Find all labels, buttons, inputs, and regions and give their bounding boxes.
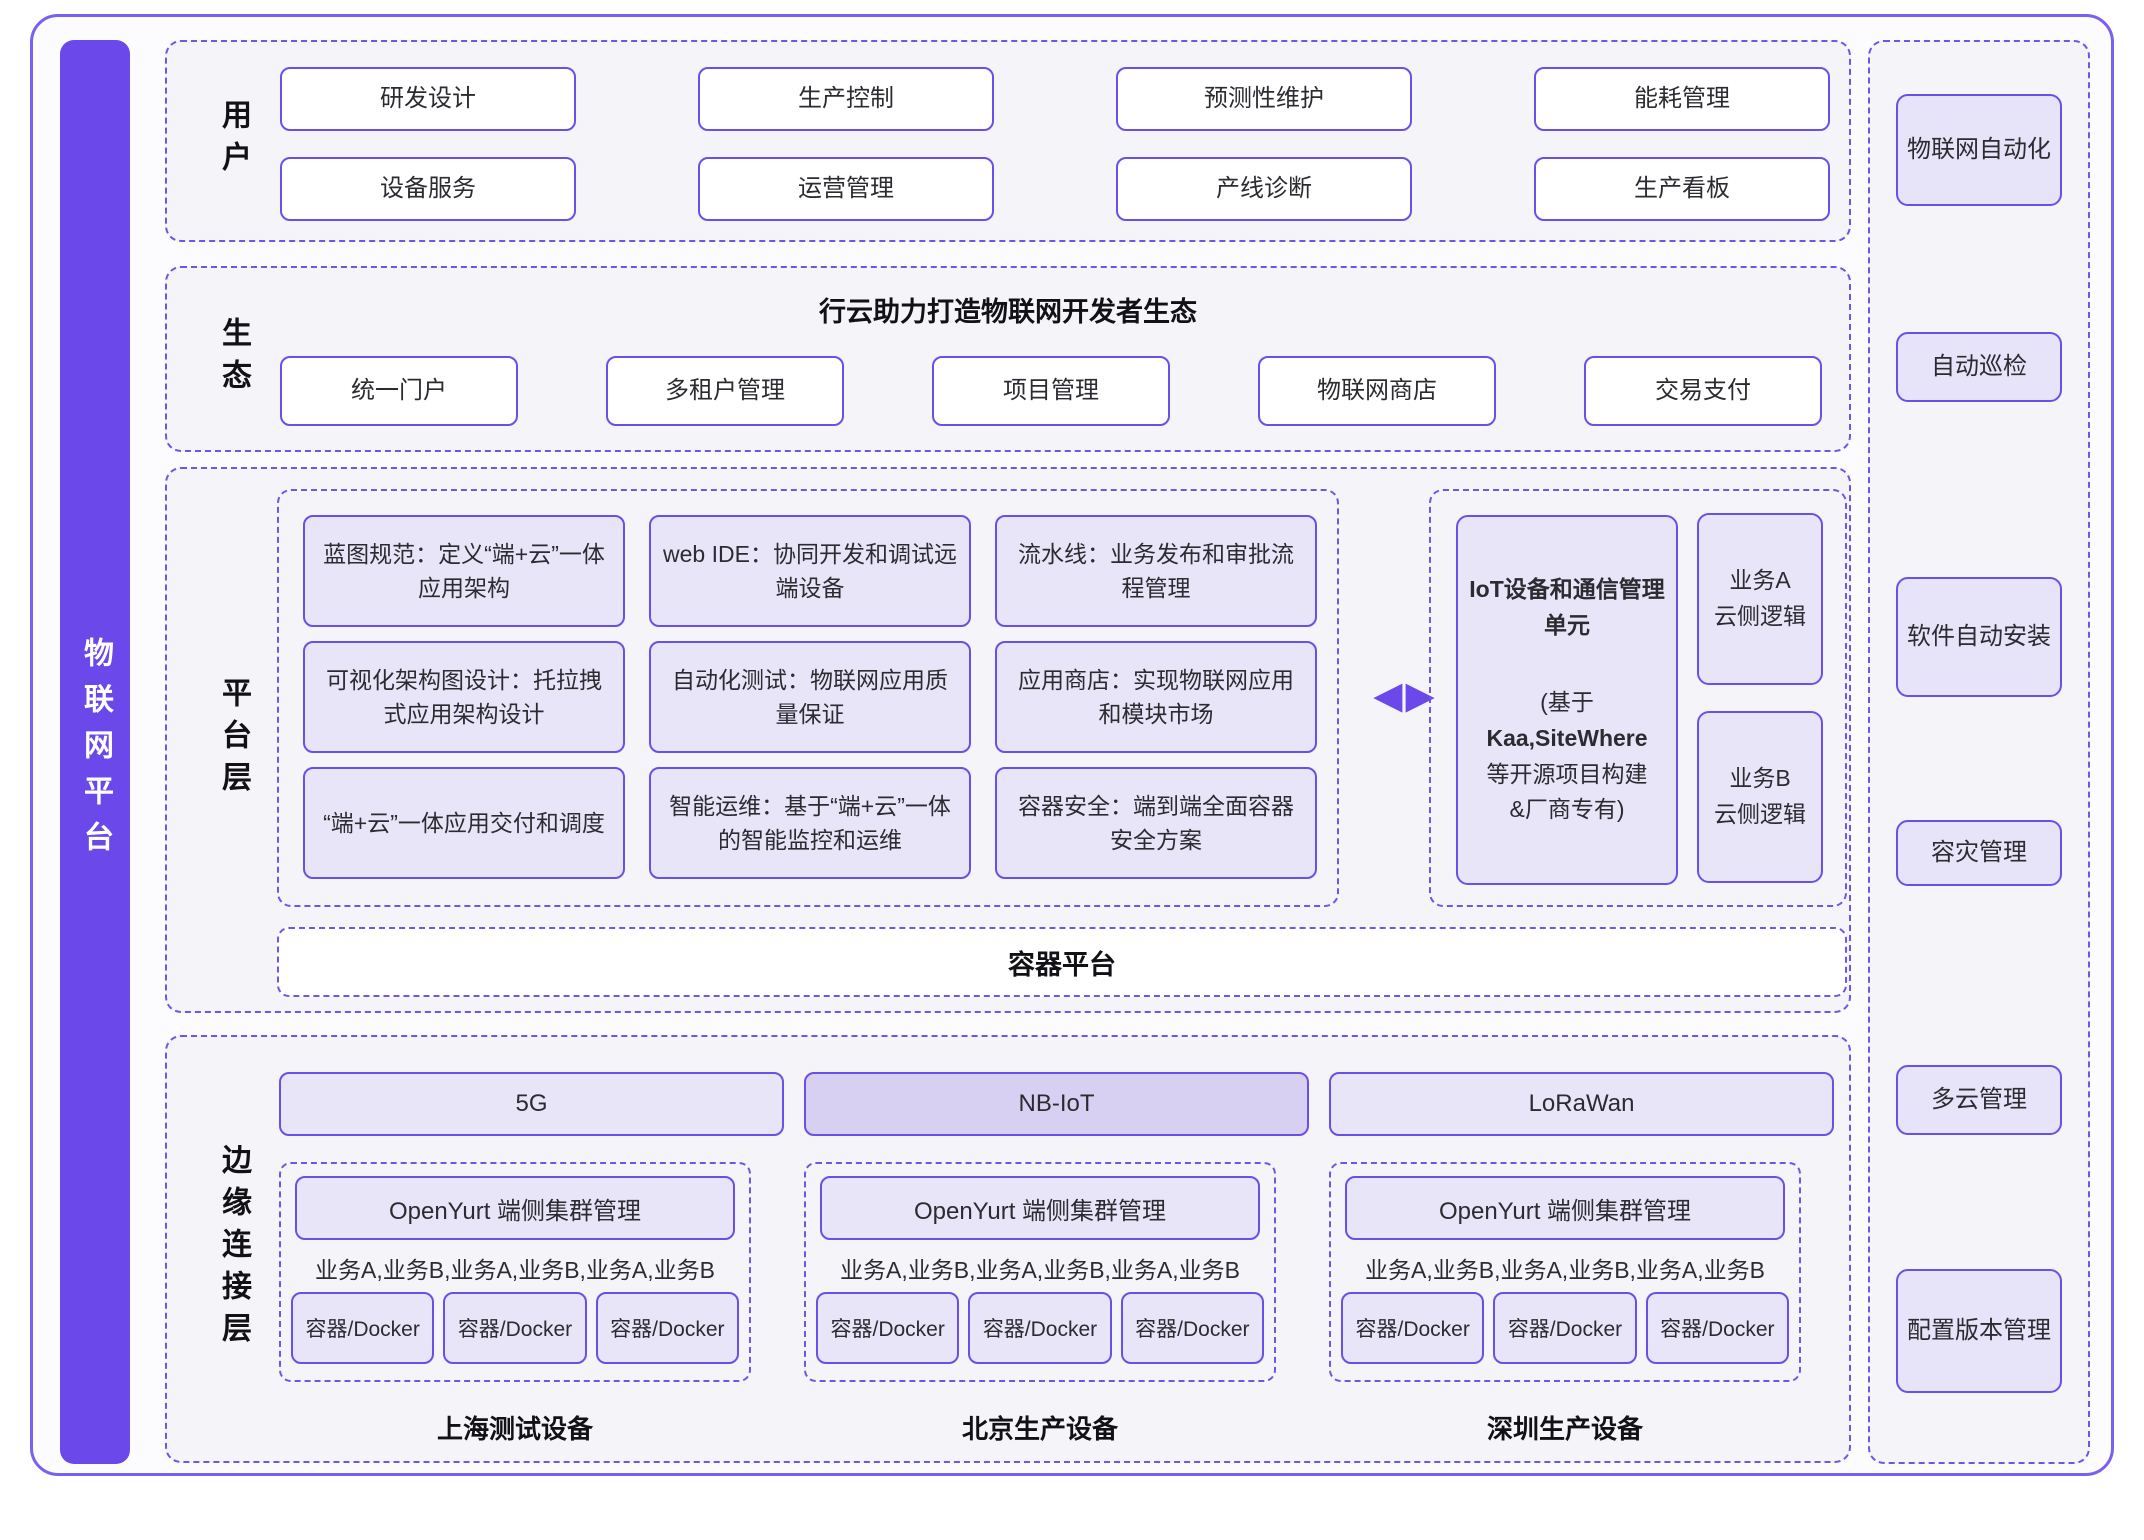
cloud-logic-box-a: 业务A 云侧逻辑 — [1697, 513, 1823, 685]
user-feature-box: 设备服务 — [280, 157, 576, 221]
network-bar-5g: 5G — [279, 1072, 784, 1136]
ecosystem-label: 生态 — [217, 317, 250, 401]
capability-box: 多云管理 — [1896, 1065, 2062, 1135]
ecosystem-title: 行云助力打造物联网开发者生态 — [819, 297, 1197, 327]
network-bar-lorawan: LoRaWan — [1329, 1072, 1834, 1136]
iot-unit-title: IoT设备和通信管理单元 — [1469, 576, 1665, 638]
user-feature-box: 生产看板 — [1534, 157, 1830, 221]
section-edge: 边缘连接层 5G NB-IoT LoRaWan OpenYurt 端侧集群管理 … — [165, 1035, 1851, 1463]
cloud-logic-line: 业务A — [1729, 567, 1791, 594]
platform-label: 平台层 — [217, 677, 250, 803]
platform-feature-box: web IDE：协同开发和调试远端设备 — [649, 515, 971, 627]
services-line: 业务A,业务B,业务A,业务B,业务A,业务B — [840, 1257, 1240, 1283]
ecosystem-box: 交易支付 — [1584, 356, 1822, 426]
section-platform: 平台层 蓝图规范：定义“端+云”一体应用架构 web IDE：协同开发和调试远端… — [165, 467, 1851, 1013]
cloud-logic-line: 业务B — [1729, 765, 1791, 792]
platform-feature-box: 容器安全：端到端全面容器安全方案 — [995, 767, 1317, 879]
docker-row: 容器/Docker 容器/Docker 容器/Docker — [816, 1292, 1264, 1364]
platform-rail-label: 物联网平台 — [79, 637, 112, 867]
platform-feature-box: 蓝图规范：定义“端+云”一体应用架构 — [303, 515, 625, 627]
ecosystem-box: 物联网商店 — [1258, 356, 1496, 426]
ecosystem-box: 多租户管理 — [606, 356, 844, 426]
iot-unit-subline: Kaa,SiteWhere — [1486, 725, 1648, 751]
iot-unit-group: IoT设备和通信管理单元 (基于 Kaa,SiteWhere 等开源项目构建 &… — [1429, 489, 1847, 907]
capability-box: 软件自动安装 — [1896, 577, 2062, 697]
arrow-left-icon: ◀ — [1373, 674, 1403, 717]
iot-unit-box: IoT设备和通信管理单元 (基于 Kaa,SiteWhere 等开源项目构建 &… — [1456, 515, 1678, 885]
cloud-logic-line: 云侧逻辑 — [1714, 801, 1806, 827]
platform-feature-box: “端+云”一体应用交付和调度 — [303, 767, 625, 879]
users-label: 用户 — [217, 99, 250, 183]
docker-box: 容器/Docker — [1493, 1292, 1637, 1364]
cluster-location-label: 上海测试设备 — [436, 1414, 593, 1444]
docker-box: 容器/Docker — [595, 1292, 739, 1364]
docker-box: 容器/Docker — [443, 1292, 587, 1364]
docker-box: 容器/Docker — [1120, 1292, 1264, 1364]
user-feature-box: 生产控制 — [698, 67, 994, 131]
user-feature-box: 产线诊断 — [1116, 157, 1412, 221]
edge-label: 边缘连接层 — [217, 1144, 250, 1354]
platform-rail: 物联网平台 — [60, 40, 130, 1464]
iot-unit-subline: 等开源项目构建 — [1486, 760, 1648, 787]
iot-unit-subline: &厂商专有) — [1509, 796, 1625, 823]
platform-feature-box: 应用商店：实现物联网应用和模块市场 — [995, 641, 1317, 753]
openyurt-bar: OpenYurt 端侧集群管理 — [820, 1176, 1260, 1240]
services-line: 业务A,业务B,业务A,业务B,业务A,业务B — [315, 1257, 715, 1283]
network-bar-nbiot: NB-IoT — [804, 1072, 1309, 1136]
user-feature-box: 研发设计 — [280, 67, 576, 131]
section-ecosystem: 生态 行云助力打造物联网开发者生态 统一门户 多租户管理 项目管理 物联网商店 … — [165, 266, 1851, 452]
platform-feature-box: 流水线：业务发布和审批流程管理 — [995, 515, 1317, 627]
capability-box: 配置版本管理 — [1896, 1269, 2062, 1393]
users-grid: 研发设计 生产控制 预测性维护 能耗管理 设备服务 运营管理 产线诊断 生产看板 — [280, 67, 1830, 221]
user-feature-box: 能耗管理 — [1534, 67, 1830, 131]
section-users: 用户 研发设计 生产控制 预测性维护 能耗管理 设备服务 运营管理 产线诊断 生… — [165, 40, 1851, 242]
openyurt-bar: OpenYurt 端侧集群管理 — [1345, 1176, 1785, 1240]
docker-box: 容器/Docker — [1341, 1292, 1485, 1364]
cluster-location-label: 北京生产设备 — [961, 1414, 1118, 1444]
services-line: 业务A,业务B,业务A,业务B,业务A,业务B — [1365, 1257, 1765, 1283]
docker-box: 容器/Docker — [291, 1292, 435, 1364]
ecosystem-box: 项目管理 — [932, 356, 1170, 426]
capability-sidebar: 物联网自动化 自动巡检 软件自动安装 容灾管理 多云管理 配置版本管理 — [1868, 40, 2090, 1464]
user-feature-box: 预测性维护 — [1116, 67, 1412, 131]
capability-box: 容灾管理 — [1896, 820, 2062, 886]
capability-box: 物联网自动化 — [1896, 94, 2062, 206]
docker-row: 容器/Docker 容器/Docker 容器/Docker — [291, 1292, 739, 1364]
openyurt-bar: OpenYurt 端侧集群管理 — [295, 1176, 735, 1240]
iot-unit-subtitle: (基于 Kaa,SiteWhere 等开源项目构建 &厂商专有) — [1486, 685, 1647, 828]
docker-box: 容器/Docker — [816, 1292, 960, 1364]
capability-box: 自动巡检 — [1896, 332, 2062, 402]
ecosystem-row: 统一门户 多租户管理 项目管理 物联网商店 交易支付 — [280, 356, 1822, 426]
platform-feature-box: 可视化架构图设计：托拉拽式应用架构设计 — [303, 641, 625, 753]
ecosystem-box: 统一门户 — [280, 356, 518, 426]
platform-features-group: 蓝图规范：定义“端+云”一体应用架构 web IDE：协同开发和调试远端设备 流… — [277, 489, 1339, 907]
platform-feature-box: 智能运维：基于“端+云”一体的智能监控和运维 — [649, 767, 971, 879]
cluster-location-label: 深圳生产设备 — [1486, 1414, 1643, 1444]
iot-unit-subline: (基于 — [1540, 689, 1594, 716]
docker-box: 容器/Docker — [968, 1292, 1112, 1364]
platform-feature-box: 自动化测试：物联网应用质量保证 — [649, 641, 971, 753]
cloud-logic-box-b: 业务B 云侧逻辑 — [1697, 711, 1823, 883]
cloud-logic-line: 云侧逻辑 — [1714, 603, 1806, 629]
container-platform-bar: 容器平台 — [277, 927, 1847, 997]
user-feature-box: 运营管理 — [698, 157, 994, 221]
edge-cluster: OpenYurt 端侧集群管理 业务A,业务B,业务A,业务B,业务A,业务B … — [804, 1162, 1276, 1382]
edge-cluster: OpenYurt 端侧集群管理 业务A,业务B,业务A,业务B,业务A,业务B … — [279, 1162, 751, 1382]
platform-features-grid: 蓝图规范：定义“端+云”一体应用架构 web IDE：协同开发和调试远端设备 流… — [303, 515, 1317, 879]
docker-box: 容器/Docker — [1645, 1292, 1789, 1364]
edge-cluster: OpenYurt 端侧集群管理 业务A,业务B,业务A,业务B,业务A,业务B … — [1329, 1162, 1801, 1382]
docker-row: 容器/Docker 容器/Docker 容器/Docker — [1341, 1292, 1789, 1364]
